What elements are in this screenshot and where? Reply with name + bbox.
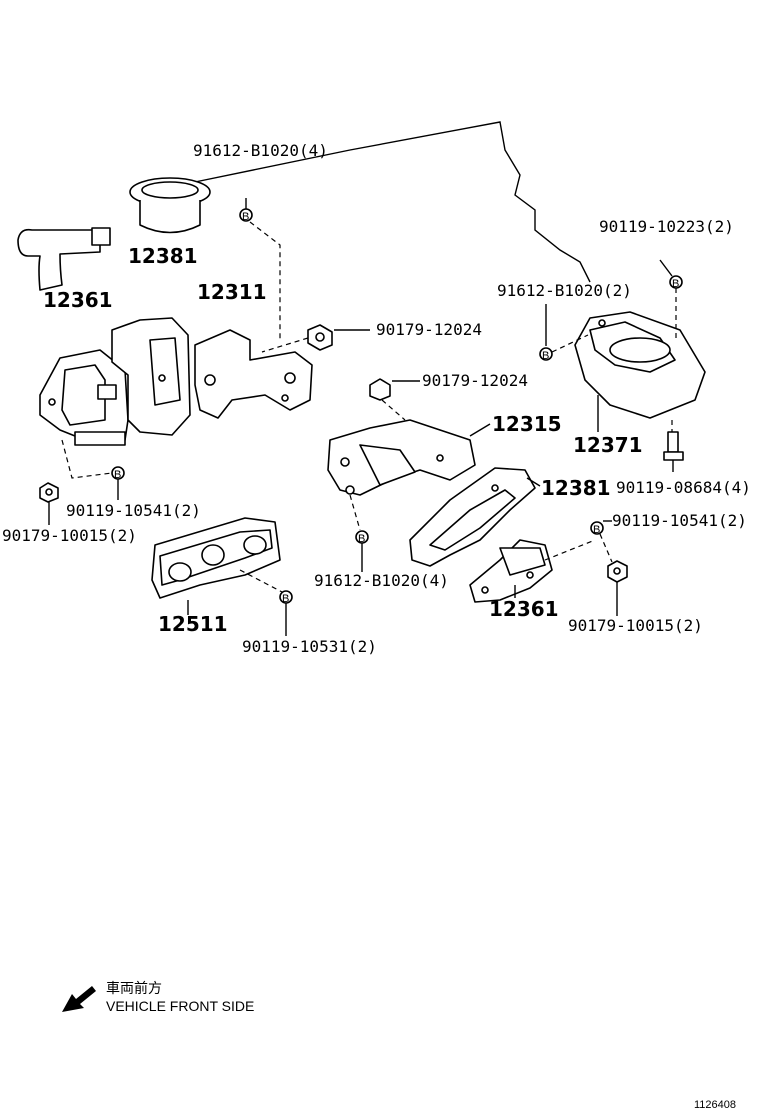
label-90119-10223: 90119-10223(2) — [599, 217, 734, 236]
figure-id: 1126408 — [694, 1099, 737, 1111]
vehicle-front-arrow-icon — [62, 986, 96, 1012]
label-90119-10531: 90119-10531(2) — [242, 637, 377, 656]
legend-japanese: 車両前方 — [106, 980, 162, 996]
nut-12024-top — [307, 324, 333, 351]
label-12315: 12315 — [492, 412, 562, 436]
callout-letter-right: B — [593, 524, 601, 536]
nut-10015-right — [607, 560, 628, 583]
nut-10015-left — [39, 482, 59, 503]
label-90179-10015-right: 90179-10015(2) — [568, 616, 703, 635]
engine-mount-insulator-right — [469, 539, 553, 603]
callout-letter-12315: B — [358, 533, 366, 545]
label-91612-b1020-mid: 91612-B1020(4) — [314, 571, 449, 590]
engine-mount-bracket-12315 — [327, 419, 476, 496]
label-12361-right: 12361 — [489, 597, 559, 621]
transmission-mount-12511 — [151, 517, 281, 599]
legend-english: VEHICLE FRONT SIDE — [106, 998, 255, 1014]
engine-outline — [194, 121, 591, 283]
label-12361-left: 12361 — [43, 288, 113, 312]
label-91612-b1020-top: 91612-B1020(4) — [193, 141, 328, 160]
callout-letter-12511: B — [282, 593, 290, 605]
label-12381-left: 12381 — [128, 244, 198, 268]
label-90179-12024-top: 90179-12024 — [376, 320, 482, 339]
bolt-callout-b1020-right — [539, 347, 553, 361]
bolt-callout-right-10541 — [590, 521, 604, 535]
callout-letter-b1020-right: B — [542, 350, 550, 362]
label-90179-10015-left: 90179-10015(2) — [2, 526, 137, 545]
callout-letter-top: B — [242, 211, 250, 223]
bolt-08684 — [663, 431, 684, 461]
oil-filler-cap — [129, 177, 211, 234]
nut-12024-mid — [369, 378, 391, 401]
label-90119-10541-left: 90119-10541(2) — [66, 501, 201, 520]
callout-letter-left: B — [114, 469, 122, 481]
label-90119-08684: 90119-08684(4) — [616, 478, 751, 497]
engine-mount-insulator-left — [39, 349, 129, 446]
label-91612-b1020-right: 91612-B1020(2) — [497, 281, 632, 300]
label-12511: 12511 — [158, 612, 228, 636]
transmission-mount-12371 — [574, 311, 706, 419]
label-12381-right: 12381 — [541, 476, 611, 500]
engine-mount-bracket-left — [111, 317, 191, 436]
engine-mount-bracket-12311 — [194, 329, 313, 419]
hose-pipe — [17, 227, 111, 291]
label-12371: 12371 — [573, 433, 643, 457]
label-12311: 12311 — [197, 280, 267, 304]
label-90179-12024-mid: 90179-12024 — [422, 371, 528, 390]
label-90119-10541-right: 90119-10541(2) — [612, 511, 747, 530]
engine-mount-bracket-right — [409, 467, 536, 567]
callout-letter-10223: B — [672, 278, 680, 290]
